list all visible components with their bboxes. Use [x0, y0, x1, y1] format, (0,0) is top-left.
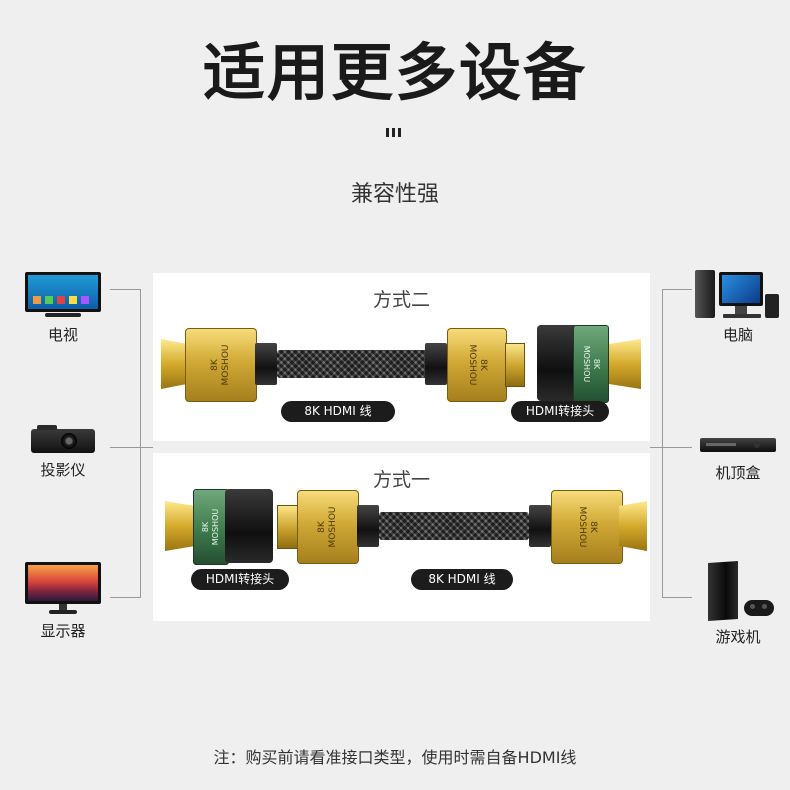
device-label: 机顶盒 [715, 464, 761, 482]
device-label: 电脑 [722, 326, 753, 344]
device-monitor: 显示器 [18, 562, 108, 641]
hdmi-cable-shell: 8K MOSHOU [185, 328, 257, 402]
cable-collar [425, 343, 447, 385]
device-game-console: 游戏机 [693, 560, 783, 647]
hdmi-adapter-body [225, 489, 273, 563]
connector-line [662, 289, 663, 598]
braided-cable [379, 512, 529, 540]
game-console-icon [698, 560, 778, 622]
hdmi-adapter-green-band: 8K MOSHOU [193, 489, 229, 565]
hdmi-plug-tip [165, 501, 195, 551]
hdmi-plug-tip [505, 343, 525, 387]
device-tv: 电视 [18, 272, 108, 345]
device-label: 游戏机 [715, 628, 761, 646]
hdmi-adapter-green-band: 8K MOSHOU [573, 325, 609, 403]
brand-text-bottom: MOSHOU [467, 344, 477, 386]
brand-text-top: 8K [588, 521, 598, 533]
device-computer: 电脑 [693, 268, 783, 345]
brand-text-bottom: MOSHOU [211, 508, 220, 546]
hdmi-cable-shell: 8K MOSHOU [297, 490, 359, 564]
braided-cable [277, 350, 427, 378]
adapter-label-pill: HDMI转接头 [511, 401, 609, 422]
method-two-label: 方式二 [372, 289, 430, 311]
brand-text-top: 8K [317, 521, 327, 533]
page-subtitle: 兼容性强 [350, 182, 439, 207]
brand-text-top: 8K [592, 358, 601, 370]
set-top-box-icon [698, 432, 778, 458]
brand-text-top: 8K [478, 359, 488, 371]
connector-line [662, 597, 692, 598]
device-label: 显示器 [40, 622, 86, 640]
page-title: 适用更多设备 [202, 36, 587, 109]
cable-label-pill: 8K HDMI 线 [411, 569, 513, 590]
brand-text-bottom: MOSHOU [328, 506, 338, 548]
connector-line [662, 289, 692, 290]
projector-icon [31, 425, 95, 455]
adapter-label-pill: HDMI转接头 [191, 569, 289, 590]
connector-line [110, 597, 140, 598]
brand-text-bottom: MOSHOU [577, 506, 587, 548]
footer-note: 注：购买前请看准接口类型，使用时需自备HDMI线 [213, 748, 577, 767]
panel-method-two: 方式二 8K MOSHOU 8K MOSHOU 8K MOSHOU 8K HDM… [153, 273, 650, 441]
brand-text-top: 8K [201, 521, 210, 533]
brand-text-top: 8K [210, 359, 220, 371]
desktop-computer-icon [695, 268, 781, 320]
device-label: 投影仪 [40, 461, 86, 479]
device-set-top-box: 机顶盒 [693, 432, 783, 483]
connector-line [110, 289, 140, 290]
hdmi-cable-shell: 8K MOSHOU [551, 490, 623, 564]
connector-line [650, 447, 692, 448]
device-label: 电视 [47, 326, 78, 344]
cable-label-pill: 8K HDMI 线 [281, 401, 395, 422]
title-divider [386, 128, 402, 137]
cable-collar [255, 343, 277, 385]
hdmi-plug-tip [161, 339, 187, 389]
connector-line [140, 289, 141, 598]
device-projector: 投影仪 [18, 425, 108, 480]
method-one-label: 方式一 [372, 469, 430, 491]
panel-method-one: 方式一 8K MOSHOU 8K MOSHOU 8K MOSHOU HDMI转接… [153, 453, 650, 621]
brand-text-bottom: MOSHOU [221, 344, 231, 386]
tv-icon [23, 272, 103, 320]
monitor-icon [23, 562, 103, 616]
hdmi-cable-shell: 8K MOSHOU [447, 328, 507, 402]
hdmi-plug-tip [619, 501, 647, 551]
hdmi-plug-tip [609, 339, 641, 389]
connector-line [110, 447, 153, 448]
brand-text-bottom: MOSHOU [582, 345, 591, 383]
cable-collar [529, 505, 551, 547]
cable-collar [357, 505, 379, 547]
